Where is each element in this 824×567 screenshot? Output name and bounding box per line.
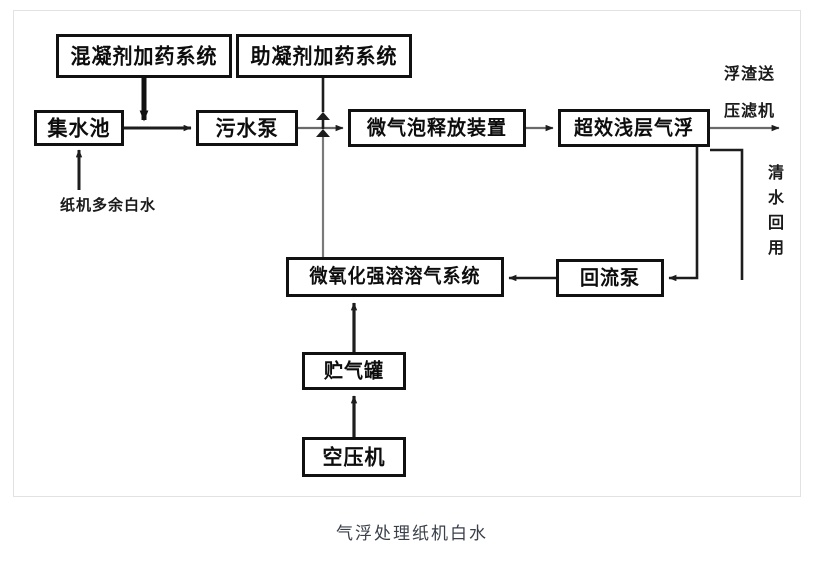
node-label: 助凝剂加药系统 xyxy=(250,43,398,69)
node-label: 混凝剂加药系统 xyxy=(70,43,218,69)
node-coagulant-dosing-system[interactable]: 混凝剂加药系统 xyxy=(56,34,232,78)
annotation-scum-to-filter-press-line2: 压滤机 xyxy=(724,101,776,120)
node-label: 污水泵 xyxy=(215,115,279,141)
node-label: 贮气罐 xyxy=(323,358,384,383)
node-collection-tank[interactable]: 集水池 xyxy=(34,110,124,146)
node-sewage-pump[interactable]: 污水泵 xyxy=(196,110,298,146)
figure-caption: 气浮处理纸机白水 xyxy=(336,524,488,544)
annotation-white-water-inlet: 纸机多余白水 xyxy=(60,196,157,214)
annotation-clear-water-reuse: 清水回用 xyxy=(765,164,784,264)
node-shallow-air-flotation[interactable]: 超效浅层气浮 xyxy=(558,109,710,147)
node-label: 空压机 xyxy=(322,444,386,470)
node-label: 集水池 xyxy=(47,115,111,141)
annotation-scum-to-filter-press-line1: 浮渣送 xyxy=(724,64,776,83)
edge-flocculant-to-pumpline xyxy=(316,78,330,262)
node-label: 回流泵 xyxy=(579,265,640,290)
node-micro-oxidation-dissolved-gas-system[interactable]: 微氧化强溶溶气系统 xyxy=(286,257,504,297)
edge-flotation-clearwater-reuse xyxy=(710,148,744,280)
flowchart-canvas: 混凝剂加药系统 助凝剂加药系统 集水池 污水泵 微气泡释放装置 超效浅层气浮 微… xyxy=(34,34,784,477)
node-air-compressor[interactable]: 空压机 xyxy=(302,437,406,477)
node-gas-storage-tank[interactable]: 贮气罐 xyxy=(302,352,406,390)
node-label: 微气泡释放装置 xyxy=(366,115,507,140)
edge-flotation-to-reflux xyxy=(668,147,699,282)
node-microbubble-release-device[interactable]: 微气泡释放装置 xyxy=(348,109,526,147)
node-label: 微氧化强溶溶气系统 xyxy=(309,265,481,288)
node-label: 超效浅层气浮 xyxy=(573,115,694,140)
node-flocculant-dosing-system[interactable]: 助凝剂加药系统 xyxy=(236,34,412,78)
node-reflux-pump[interactable]: 回流泵 xyxy=(556,259,664,297)
